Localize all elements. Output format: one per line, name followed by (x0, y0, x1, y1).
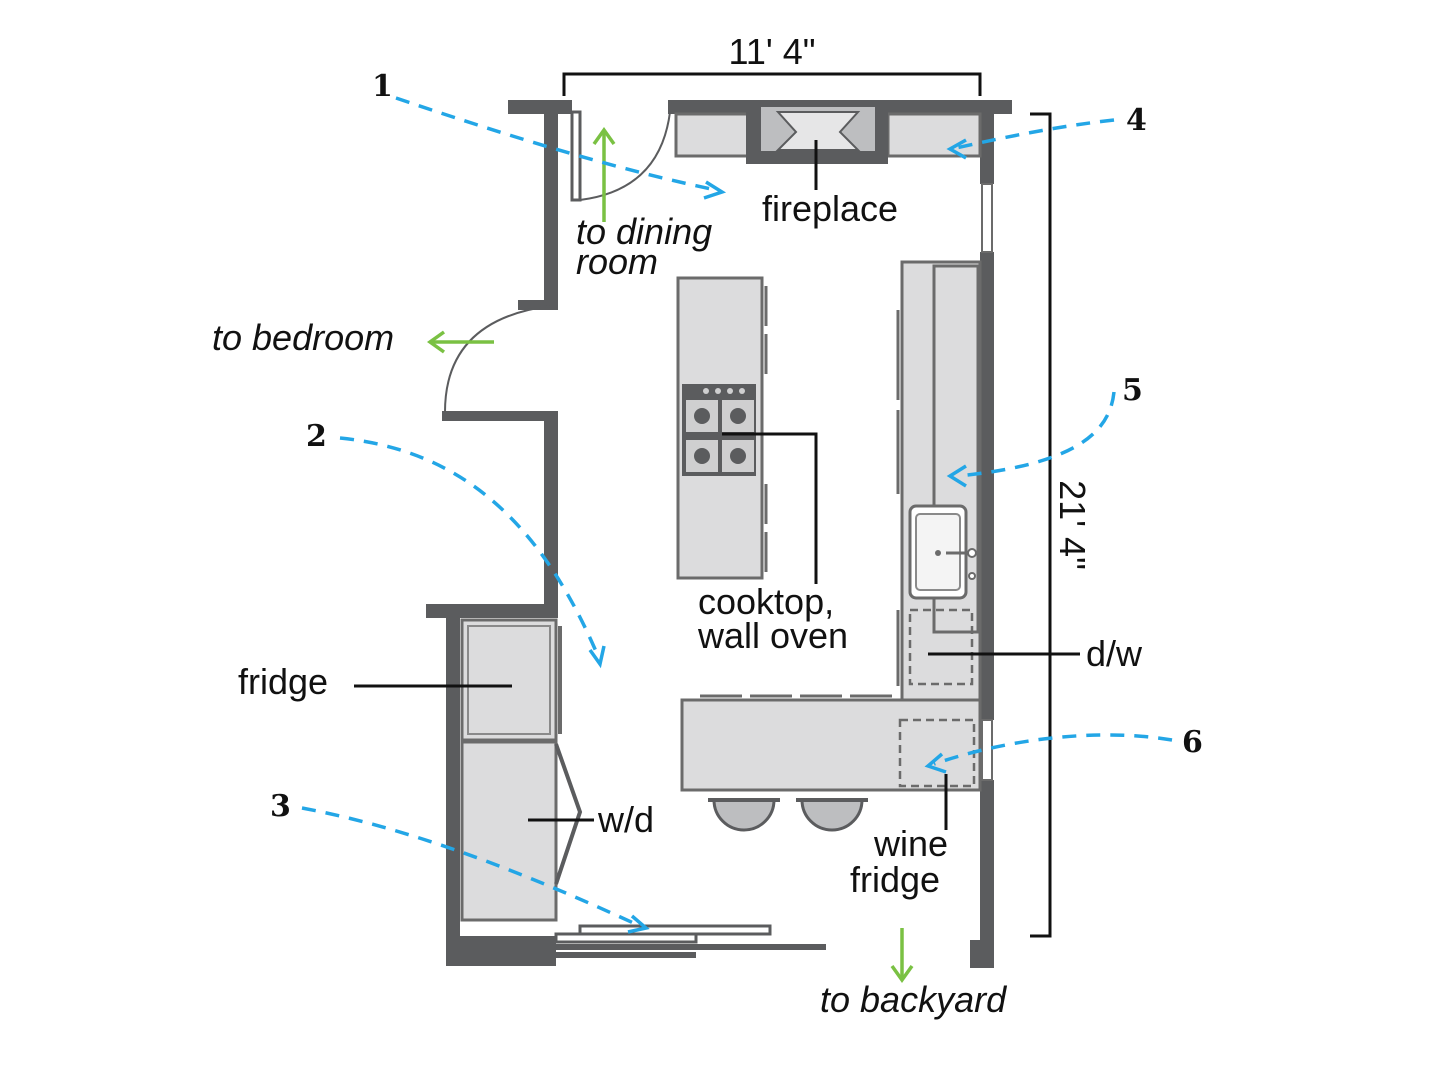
viewpoint-number-3: 3 (270, 789, 291, 824)
bar-stools (708, 798, 868, 832)
viewpoint-arrows (301, 96, 1173, 934)
viewpoint-arrow-4 (946, 118, 1115, 160)
viewpoint-number-5: 5 (1122, 373, 1143, 408)
top-cabinet-right (886, 112, 982, 158)
wine-fridge-label-line1: wine (873, 823, 948, 864)
viewpoint-arrow-1 (395, 96, 727, 200)
dishwasher-outline (908, 608, 974, 686)
wine-fridge-label-line2: fridge (850, 859, 940, 900)
dimension-width: 11' 4" (562, 31, 982, 96)
dining-door-leaf (570, 110, 582, 202)
fridge-door-inner (467, 625, 551, 735)
top-cabinet-left (674, 112, 750, 158)
viewpoint-arrow-5 (946, 391, 1116, 488)
backyard-label: to backyard (820, 979, 1007, 1020)
viewpoint-numbers: 1 2 3 4 5 6 (270, 69, 1203, 824)
fireplace-label: fireplace (762, 188, 898, 229)
viewpoint-number-2: 2 (306, 419, 327, 454)
fridge-unit (460, 618, 558, 742)
bedroom-label: to bedroom (212, 317, 394, 358)
sink (908, 504, 977, 600)
dining-room-label-line2: room (576, 241, 658, 282)
wall-right-bottom (980, 780, 994, 968)
viewpoint-arrow-3 (301, 806, 650, 934)
viewpoint-arrow-6 (924, 733, 1173, 774)
cooktop-label-line2: wall oven (697, 615, 848, 656)
right-counter (900, 260, 982, 704)
sliding-doors (554, 924, 826, 958)
dimension-length: 21' 4" (1030, 112, 1093, 938)
viewpoint-number-4: 4 (1126, 103, 1147, 138)
dimension-length-label: 21' 4" (1052, 480, 1093, 570)
dining-room-label-line1: to dining (576, 211, 712, 252)
wall-bedroom-jamb-top (518, 300, 558, 310)
wall-fridge-bay-top (426, 604, 558, 618)
wall-left-upper (544, 100, 558, 306)
wall-bottom-left (446, 936, 556, 966)
fridge-label: fridge (238, 661, 328, 702)
direction-arrows (426, 126, 914, 984)
wall-top-left-stub (508, 100, 572, 114)
window-right-upper (981, 183, 993, 253)
right-counter-inset (932, 264, 980, 634)
washer-dryer-unit (460, 740, 558, 922)
cooktop-leader (722, 432, 818, 584)
dining-door-swing (579, 111, 671, 201)
washer-dryer-bifold-doors (554, 743, 583, 885)
viewpoint-number-6: 6 (1182, 725, 1203, 760)
cooktop (682, 384, 756, 476)
cooktop-label-line1: cooktop, (698, 581, 834, 622)
wall-fridge-bay-left (446, 604, 460, 966)
dining-direction-arrow (592, 126, 616, 222)
wall-right-middle (980, 252, 994, 720)
window-right-lower (981, 719, 993, 781)
peninsula-counter (680, 698, 982, 792)
backyard-direction-arrow (890, 928, 914, 984)
leader-lines (354, 140, 1080, 830)
viewpoint-number-1: 1 (372, 69, 393, 104)
viewpoint-arrow-2 (339, 436, 606, 669)
wall-bedroom-jamb-bottom (442, 411, 558, 421)
wall-bottom-right-stub (970, 940, 994, 968)
wall-left-middle (544, 420, 558, 618)
fireplace-unit (746, 100, 888, 164)
dimension-width-label: 11' 4" (728, 31, 815, 72)
washer-dryer-label: w/d (597, 799, 654, 840)
dishwasher-label: d/w (1086, 633, 1143, 674)
bedroom-door-swing (444, 305, 551, 413)
bedroom-direction-arrow (426, 330, 494, 354)
